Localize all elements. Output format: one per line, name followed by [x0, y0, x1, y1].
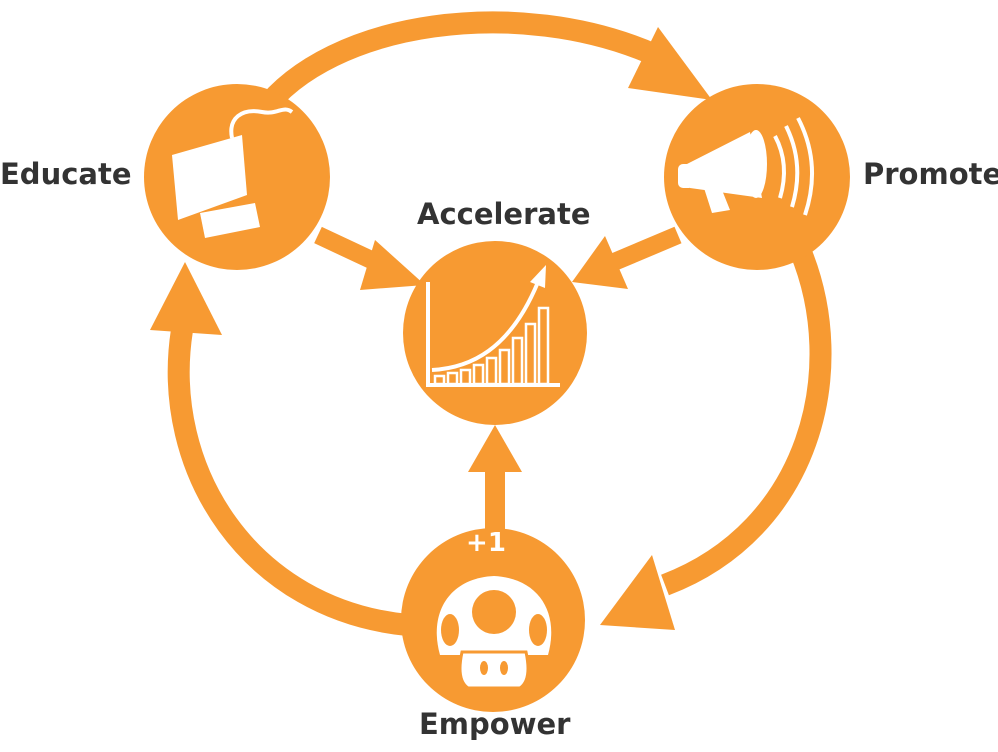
- promote-label: Promote: [863, 157, 998, 191]
- edge-promote-to-empower: [600, 245, 832, 630]
- edge-empower-to-accelerate: [468, 425, 522, 532]
- accelerate-label: Accelerate: [417, 197, 591, 231]
- growth-chart-icon: [426, 265, 560, 387]
- educate-label: Educate: [0, 157, 132, 191]
- mushroom-1up-icon: [436, 576, 552, 690]
- accelerate-circle: [403, 241, 587, 425]
- edge-educate-to-promote: [253, 11, 712, 119]
- node-accelerate: [403, 241, 587, 425]
- edge-promote-to-accelerate: [572, 226, 682, 289]
- megaphone-icon: [678, 117, 814, 216]
- computer-monitor-icon: [172, 107, 294, 238]
- node-promote: [664, 84, 850, 270]
- node-educate: [144, 84, 330, 270]
- edge-empower-to-educate: [150, 262, 410, 636]
- edge-educate-to-accelerate: [314, 226, 425, 290]
- node-empower: +1: [401, 528, 585, 712]
- empower-label: Empower: [419, 707, 571, 741]
- empower-badge: +1: [466, 528, 506, 558]
